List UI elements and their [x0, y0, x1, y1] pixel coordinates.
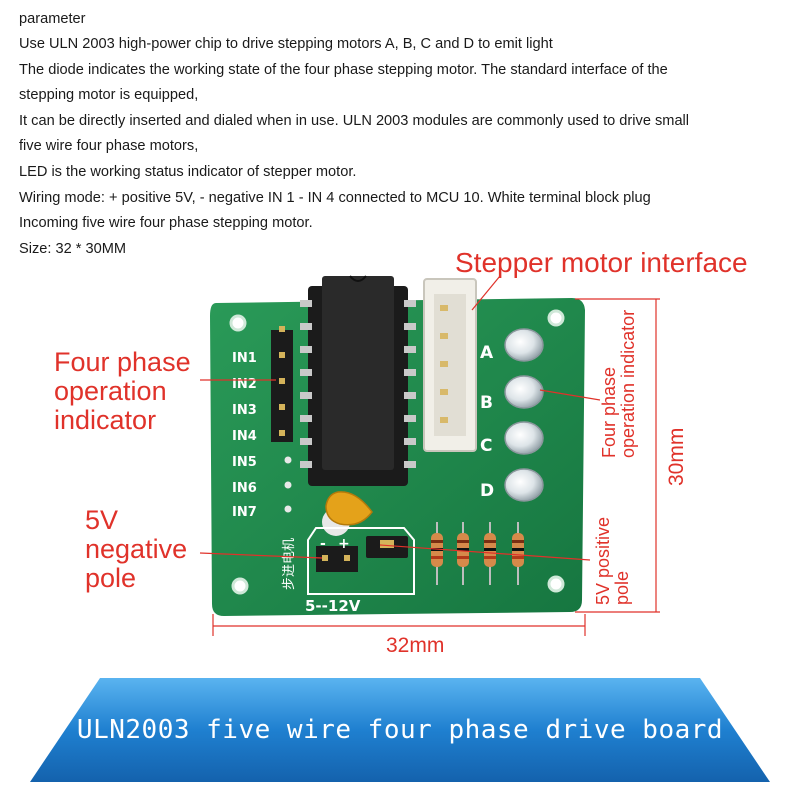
led-a: [504, 328, 544, 362]
power-label: 5--12V: [305, 597, 361, 615]
description-block: parameter Use ULN 2003 high-power chip t…: [19, 6, 789, 262]
callout-line: 5V positive: [593, 516, 613, 605]
led-b: [504, 375, 544, 409]
callout-line: Four phase: [599, 366, 619, 458]
desc-line: It can be directly inserted and dialed w…: [19, 112, 690, 129]
leader-four-phase-right: [539, 389, 601, 401]
unused-pads: [284, 456, 292, 513]
driver-board-illustration: IN1 IN2 IN3 IN4 IN5 IN6 IN7 A B C D - + …: [199, 275, 660, 636]
mounting-hole: [547, 575, 565, 593]
banner-title: ULN2003 five wire four phase drive board: [76, 715, 724, 745]
callout-line: Four phase: [54, 347, 191, 377]
callout-positive-pole: 5V positive pole: [593, 516, 632, 605]
led-c: [504, 421, 544, 455]
callout-line: operation: [54, 376, 167, 407]
leader-positive: [379, 544, 591, 561]
dimension-width-label: 32mm: [386, 634, 445, 657]
desc-line: five wire four phase motors,: [19, 138, 199, 155]
desc-line: Incoming five wire four phase stepping m…: [19, 215, 313, 232]
led-label-a: A: [480, 343, 494, 363]
mounting-holes: [229, 309, 565, 595]
pin-label-in2: IN2: [232, 377, 257, 392]
pin-label-in3: IN3: [232, 403, 257, 418]
plus-sign: +: [338, 536, 350, 552]
uln2003-chip: [322, 276, 394, 470]
callout-line: negative: [85, 534, 188, 565]
desc-line: parameter: [19, 10, 86, 27]
ic-pins: [300, 300, 416, 468]
minus-sign: -: [320, 536, 326, 552]
callout-four-phase-left: Four phase operation indicator: [54, 347, 191, 436]
desc-line: Use ULN 2003 high-power chip to drive st…: [19, 36, 553, 53]
mounting-hole: [547, 309, 565, 327]
input-header: [271, 330, 293, 442]
leader-stepper: [471, 275, 501, 311]
mounting-hole: [229, 314, 247, 332]
dimension-height-label: 30mm: [665, 427, 688, 486]
pin-label-in5: IN5: [232, 455, 257, 470]
resistor: [512, 522, 524, 585]
desc-line: stepping motor is equipped,: [19, 87, 199, 104]
chinese-label: 步进电机: [281, 538, 296, 590]
pin-label-in1: IN1: [232, 351, 257, 366]
callout-four-phase-right: Four phase operation indicator: [599, 309, 638, 458]
callout-line: pole: [85, 563, 137, 594]
led-row: [504, 328, 544, 502]
power-header-silkscreen: [307, 527, 415, 595]
title-banner: ULN2003 five wire four phase drive board: [30, 678, 770, 782]
callout-line: indicator: [54, 405, 157, 436]
callout-line: 5V: [85, 505, 119, 535]
desc-line: Wiring mode: + positive 5V, - negative I…: [19, 189, 651, 206]
callout-negative-pole: 5V negative pole: [85, 505, 188, 594]
led-label-d: D: [480, 481, 494, 501]
led-label-c: C: [480, 436, 492, 456]
callout-line: pole: [611, 570, 632, 605]
capacitor: [325, 491, 373, 526]
mounting-hole: [231, 577, 249, 595]
callout-stepper-interface: Stepper motor interface: [455, 247, 748, 278]
desc-line: The diode indicates the working state of…: [19, 61, 668, 78]
resistor: [457, 522, 469, 585]
led-label-b: B: [480, 393, 493, 413]
resistor: [484, 522, 496, 585]
pin-label-in4: IN4: [232, 429, 257, 444]
pin-label-in6: IN6: [232, 481, 257, 496]
pin-label-in7: IN7: [232, 505, 257, 520]
led-d: [504, 468, 544, 502]
desc-line: Size: 32 * 30MM: [19, 240, 127, 257]
callout-line: operation indicator: [617, 309, 638, 458]
leader-negative: [199, 552, 323, 559]
desc-line: LED is the working status indicator of s…: [19, 164, 357, 181]
